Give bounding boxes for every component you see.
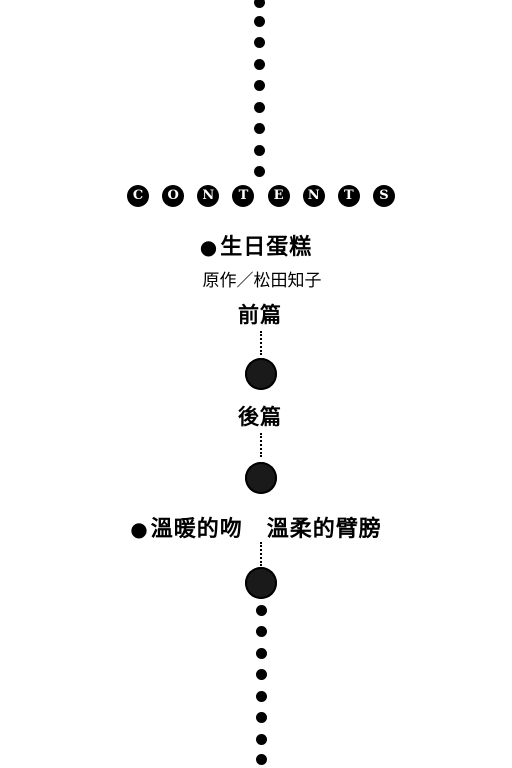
page-number-badge <box>245 462 277 494</box>
contents-letter: O <box>162 185 185 207</box>
contents-letter: T <box>337 185 360 207</box>
contents-letter: T <box>232 185 255 207</box>
page-number-badge <box>245 567 277 599</box>
story-2-title-b: 溫柔的臂膀 <box>266 517 382 542</box>
decor-dot <box>254 16 265 27</box>
leader-dotted-line <box>260 433 262 457</box>
page-number-badge <box>245 358 277 390</box>
decor-dot <box>254 166 265 177</box>
decor-dot <box>256 712 267 723</box>
contents-letter: N <box>302 185 325 207</box>
contents-heading: C O N T E N T S <box>127 184 395 208</box>
decor-dot <box>256 605 267 616</box>
story-1-part-1[interactable]: 前篇 <box>238 303 282 327</box>
decor-dot <box>254 80 265 91</box>
contents-letter: E <box>267 185 290 207</box>
decor-dot <box>256 754 267 765</box>
decor-dot <box>254 123 265 134</box>
bullet-icon: ● <box>199 235 219 259</box>
decor-dot <box>254 102 265 113</box>
decor-dot <box>256 626 267 637</box>
contents-letter: N <box>197 185 220 207</box>
leader-dotted-line <box>260 331 262 355</box>
story-1-part-2[interactable]: 後篇 <box>238 405 282 429</box>
bullet-icon: ● <box>130 517 149 541</box>
leader-dotted-line <box>260 542 262 566</box>
story-2-title-a: 溫暖的吻 <box>150 517 243 542</box>
decor-dot <box>254 37 265 48</box>
story-1-author: 原作／松田知子 <box>202 271 322 291</box>
decor-dot <box>254 59 265 70</box>
contents-letter: C <box>127 185 149 207</box>
decor-dot <box>254 0 265 8</box>
decor-dot <box>256 691 267 702</box>
decor-dot <box>256 648 267 659</box>
story-1-title-text: 生日蛋糕 <box>220 235 313 260</box>
story-2-title[interactable]: ●溫暖的吻溫柔的臂膀 <box>0 511 512 543</box>
story-1-title[interactable]: ●生日蛋糕 <box>0 229 512 261</box>
decor-dot <box>256 734 267 745</box>
decor-dot <box>254 145 265 156</box>
contents-letter: S <box>372 185 395 207</box>
decor-dot <box>256 669 267 680</box>
